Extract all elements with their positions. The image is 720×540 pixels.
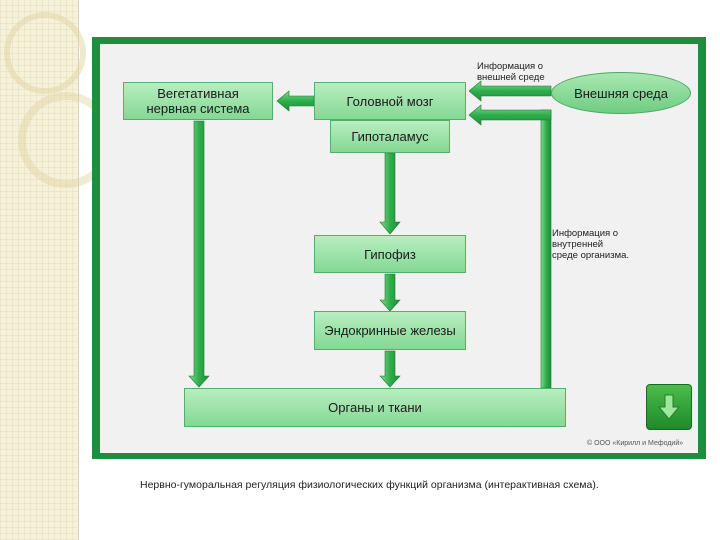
organs-label: Органы и ткани [328,400,422,415]
endocrine-label: Эндокринные железы [324,323,456,338]
down-arrow-icon [657,394,681,420]
arrow-environment-to-brain [468,80,552,102]
arrow-pituitary-to-endocrine [379,273,401,312]
diagram-caption: Нервно-гуморальная регуляция физиологиче… [140,479,599,491]
vegetative-label: Вегетативная нервная система [146,86,250,116]
pituitary-label: Гипофиз [364,246,416,262]
endocrine-glands-box[interactable]: Эндокринные железы [314,311,466,350]
arrow-vegetative-to-organs [188,120,210,388]
feedback-vertical-bar [540,109,552,389]
environment-label: Внешняя среда [574,85,668,101]
next-button[interactable] [646,384,692,430]
internal-info-note: Информация о внутренней среде организма. [552,228,630,261]
brain-box[interactable]: Головной мозг [314,82,466,120]
organs-tissues-box[interactable]: Органы и ткани [184,388,566,427]
vegetative-nervous-system-box[interactable]: Вегетативная нервная система [123,82,273,120]
hypothalamus-label: Гипоталамус [351,129,429,144]
external-info-note: Информация о внешней среде [477,61,545,83]
external-environment-ellipse[interactable]: Внешняя среда [551,72,691,114]
pituitary-box[interactable]: Гипофиз [314,235,466,273]
copyright-text: © ООО «Кирилл и Мефодий» [587,440,684,447]
brain-label: Головной мозг [346,93,434,109]
arrow-brain-to-vegetative [276,90,315,112]
side-divider [78,0,79,540]
arrow-hypothalamus-to-pituitary [379,152,401,235]
decorative-circle [4,12,86,94]
feedback-horizontal-arrow [468,104,552,126]
arrow-endocrine-to-organs [379,350,401,388]
hypothalamus-box[interactable]: Гипоталамус [330,120,450,153]
arrow-organs-feedback-to-brain [469,98,551,387]
